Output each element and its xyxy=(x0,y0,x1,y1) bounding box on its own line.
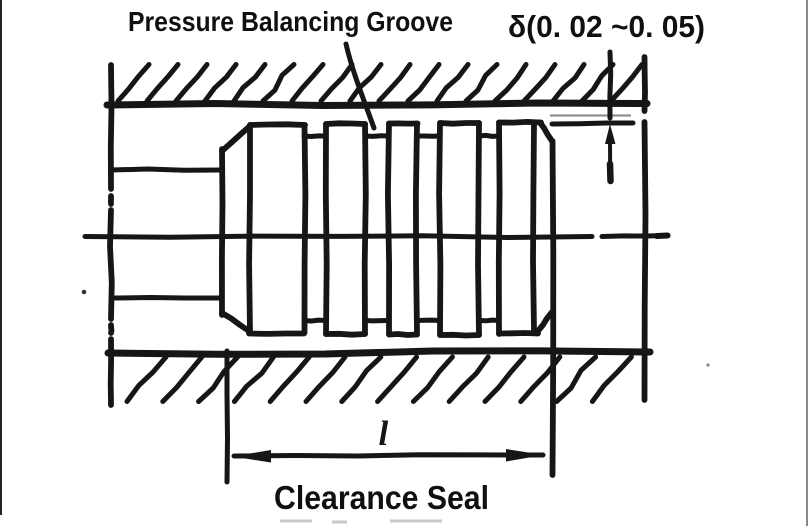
svg-text:δ(0. 02 ~0. 05): δ(0. 02 ~0. 05) xyxy=(508,9,705,44)
svg-text:Clearance Seal: Clearance Seal xyxy=(274,479,489,516)
svg-text:Pressure Balancing Groove: Pressure Balancing Groove xyxy=(128,6,453,37)
svg-text:l: l xyxy=(379,414,389,453)
